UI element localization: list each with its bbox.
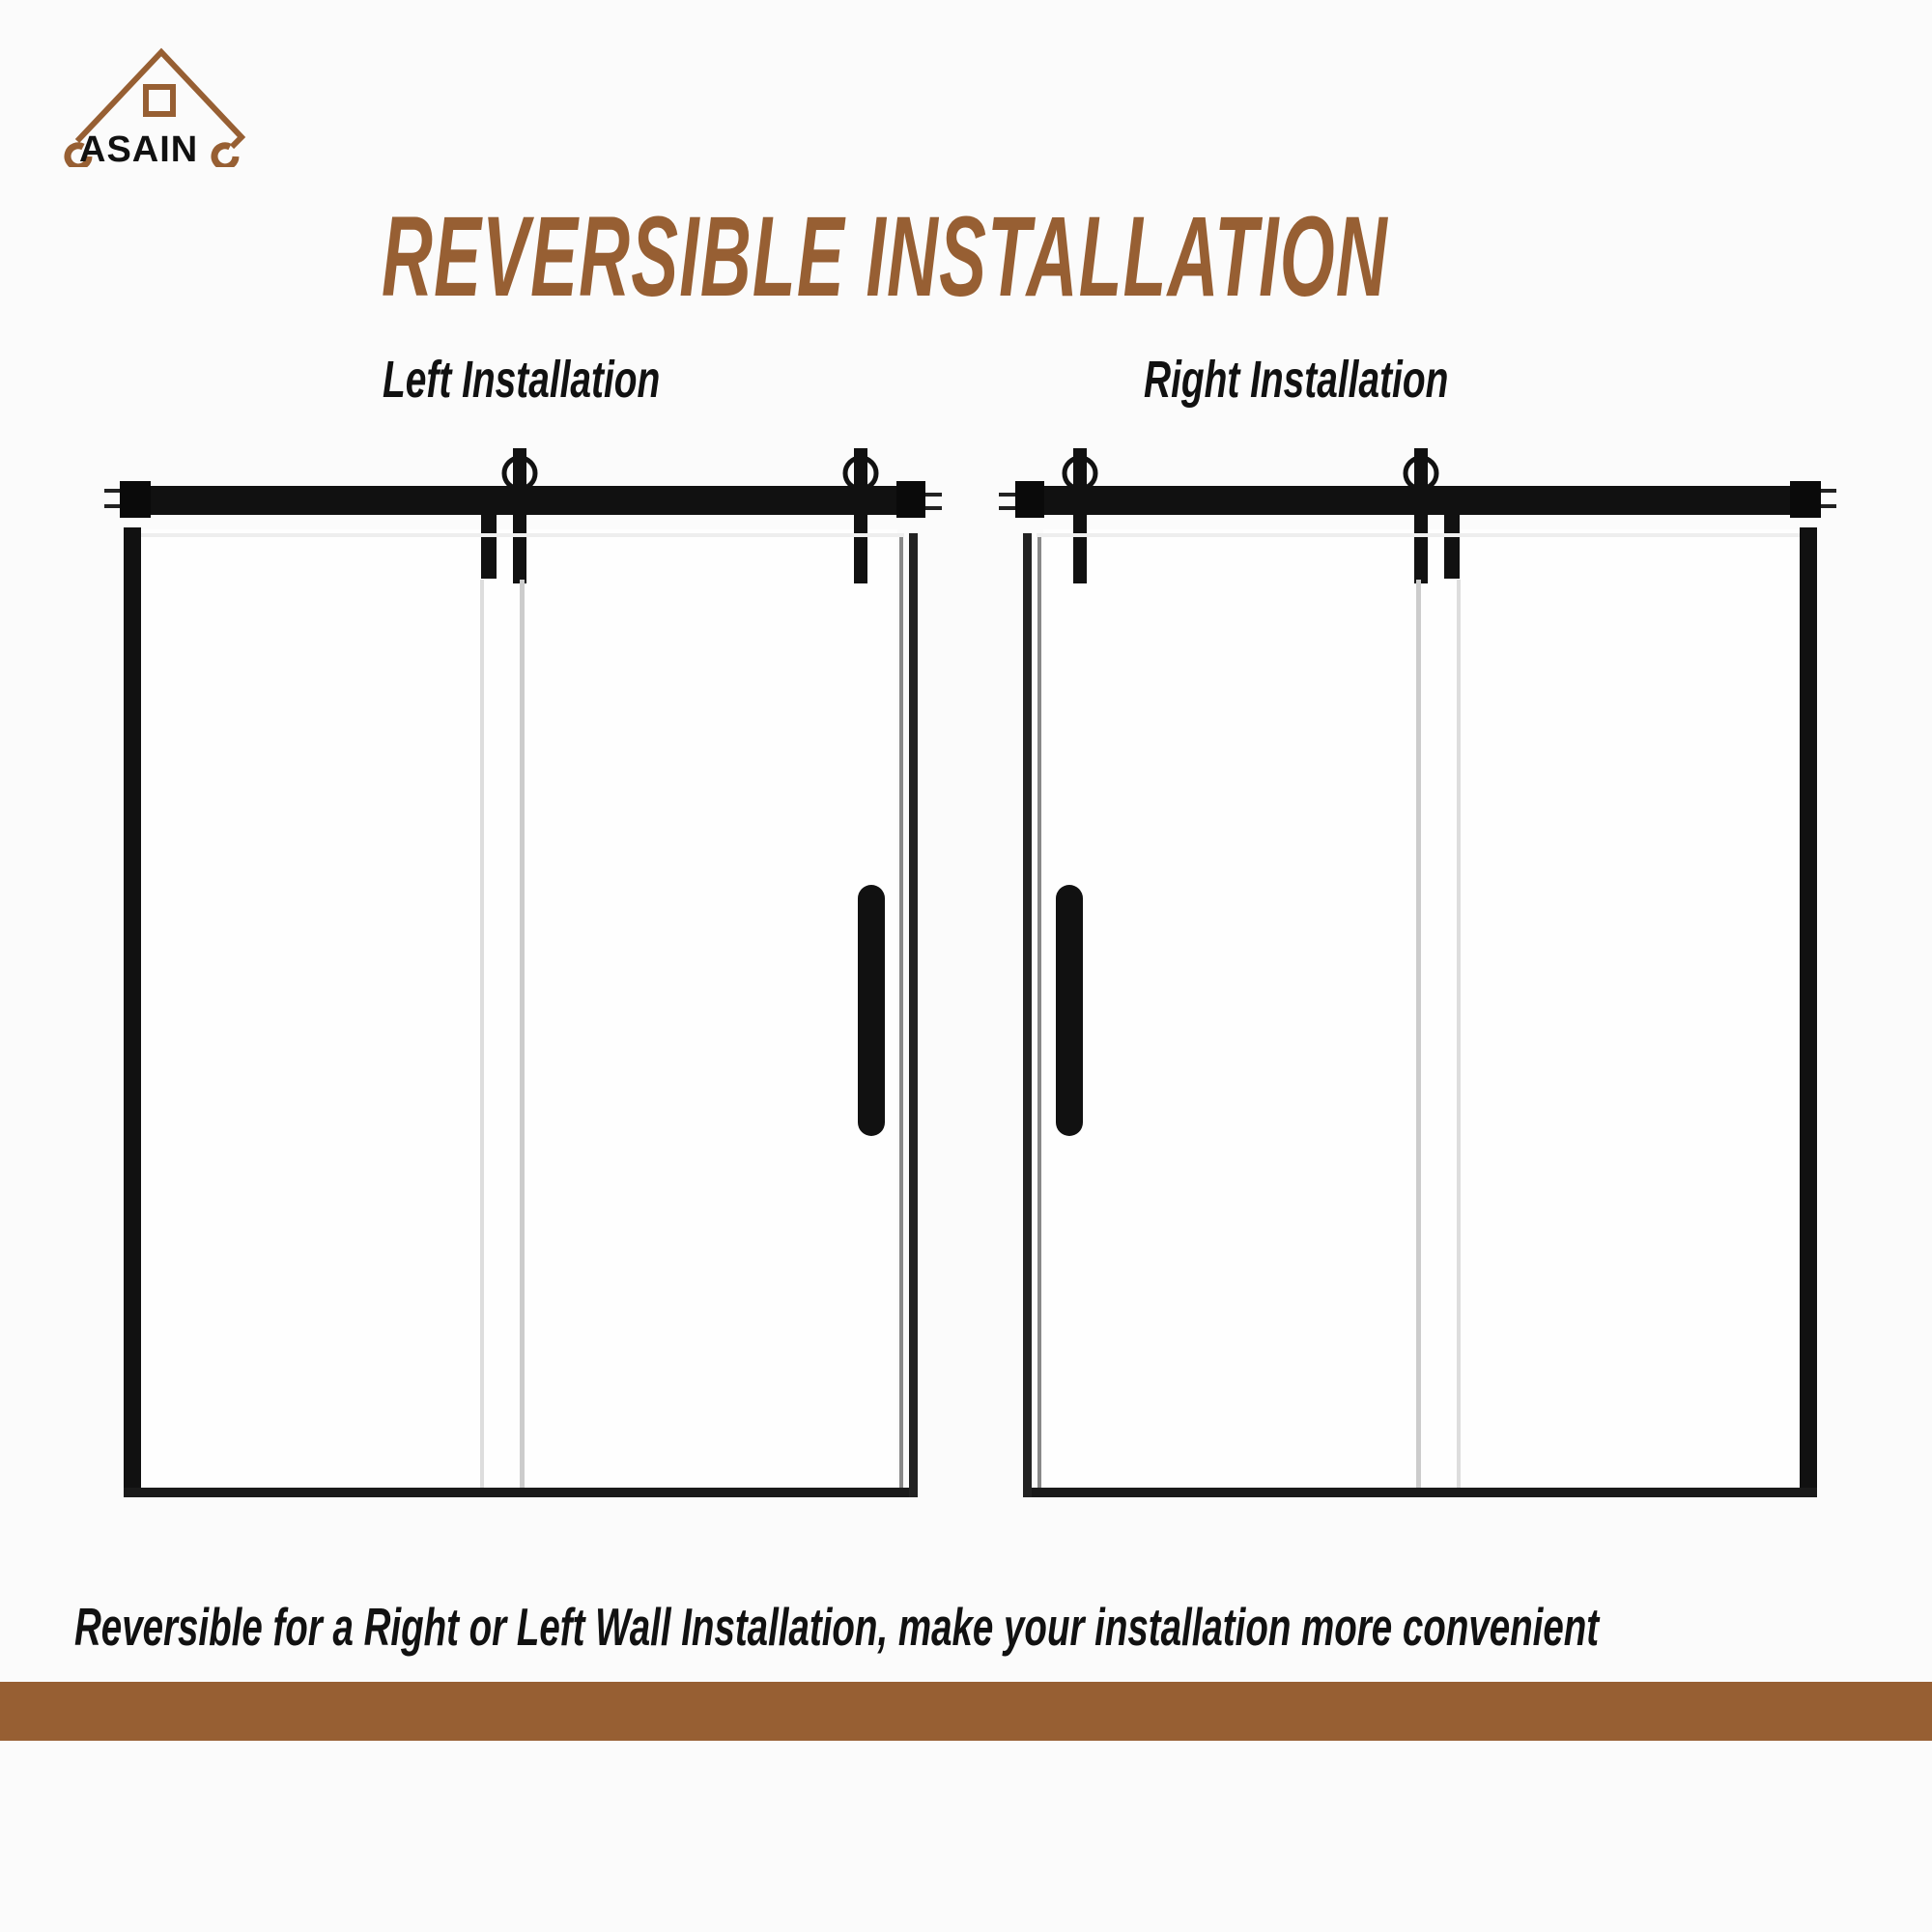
page-title: REVERSIBLE INSTALLATION (382, 193, 1388, 321)
left-installation-label: Left Installation (383, 351, 661, 409)
right-installation-door (999, 448, 1836, 1497)
logo-text: ASAIN (79, 129, 199, 170)
caption-text: Reversible for a Right or Left Wall Inst… (74, 1597, 1600, 1657)
accent-band (0, 1682, 1932, 1741)
right-installation-label: Right Installation (1144, 351, 1449, 409)
doors-illustration (0, 0, 1932, 1642)
left-installation-door (104, 448, 942, 1497)
casainc-logo (64, 47, 246, 167)
